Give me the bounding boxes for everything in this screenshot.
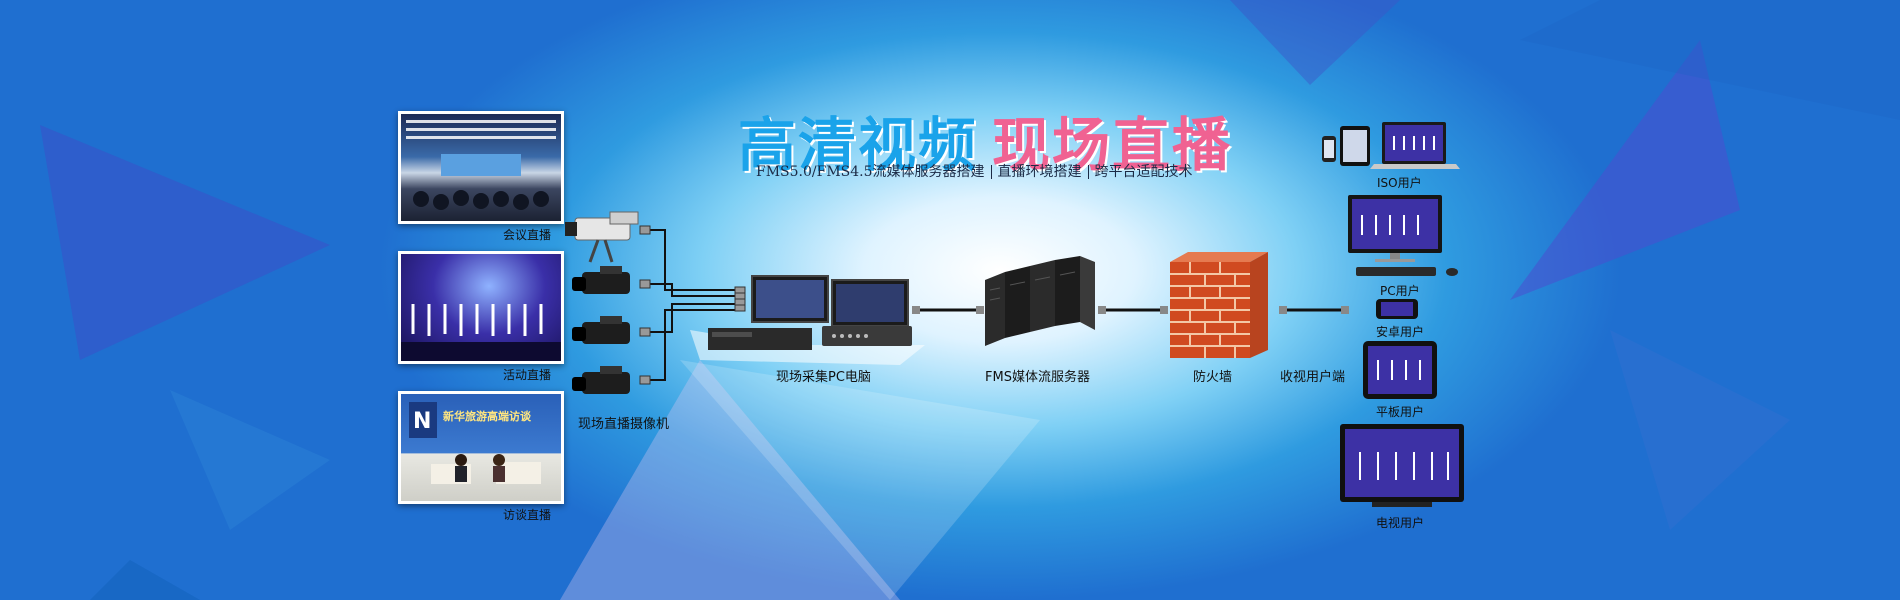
bg-triangle — [1230, 0, 1400, 85]
subtitle: FMS5.0/FMS4.5流媒体服务器搭建直播环境搭建跨平台适配技术 — [750, 161, 1199, 181]
firewall-receiver-cable — [1279, 306, 1349, 314]
tablet-user-label: 平板用户 — [1376, 405, 1425, 419]
event-label: 活动直播 — [503, 368, 552, 382]
title-part1: 高清视频 — [738, 111, 979, 179]
event-photo — [398, 251, 564, 364]
tablet-icon — [1363, 341, 1437, 399]
conference-photo — [398, 111, 564, 224]
bg-triangle — [680, 360, 1040, 600]
separator — [990, 165, 992, 179]
cable-connectors — [639, 225, 746, 385]
interview-banner-text: 新华旅游高端访谈 — [443, 409, 532, 423]
pc-monitor-icon — [1348, 195, 1458, 276]
tv-icon — [1340, 424, 1464, 507]
server-rack-icon — [985, 256, 1095, 346]
cable — [650, 283, 745, 297]
bg-triangle — [90, 560, 200, 600]
interview-label: 访谈直播 — [503, 508, 552, 522]
conference-label: 会议直播 — [503, 228, 552, 242]
subtitle-item2: 直播环境搭建 — [997, 164, 1082, 180]
video-camera-icon — [572, 266, 630, 294]
bg-triangle — [1610, 330, 1790, 530]
svg-text:N: N — [413, 409, 431, 434]
capture-pc-icon — [690, 275, 925, 365]
separator — [1087, 165, 1089, 179]
firewall-label: 防火墙 — [1193, 370, 1233, 385]
cameras-label: 现场直播摄像机 — [578, 417, 670, 432]
ios-user-label: ISO用户 — [1377, 176, 1422, 190]
video-camera-icon — [572, 316, 630, 344]
firewall-icon — [1170, 252, 1268, 358]
bg-triangle — [1520, 0, 1900, 120]
subtitle-item1: FMS5.0/FMS4.5流媒体服务器搭建 — [756, 164, 985, 180]
android-phone-icon — [1376, 299, 1418, 319]
server-label: FMS媒体流服务器 — [985, 370, 1090, 385]
cable — [650, 303, 745, 333]
main-title: 高清视频现场直播 — [738, 98, 1232, 182]
bg-triangle — [560, 360, 900, 600]
pc-label: 现场采集PC电脑 — [776, 370, 871, 385]
android-user-label: 安卓用户 — [1376, 325, 1425, 339]
receiver-label: 收视用户端 — [1280, 370, 1346, 385]
interview-photo: N 新华旅游高端访谈 — [398, 391, 564, 504]
subtitle-item3: 跨平台适配技术 — [1094, 164, 1193, 180]
broadcast-camera-icon — [565, 211, 639, 263]
pc-user-label: PC用户 — [1380, 284, 1420, 298]
server-firewall-cable — [1098, 306, 1168, 314]
cable — [650, 309, 745, 381]
bg-triangle — [170, 390, 330, 530]
ios-devices-icon — [1322, 122, 1460, 169]
bg-triangle — [1510, 40, 1740, 300]
tv-user-label: 电视用户 — [1376, 516, 1425, 530]
cable — [650, 229, 745, 291]
video-camera-icon — [572, 366, 630, 394]
camera-cables — [650, 229, 745, 381]
title-part2: 现场直播 — [992, 111, 1233, 179]
bg-triangle — [40, 125, 330, 360]
pc-server-cable — [912, 306, 984, 314]
